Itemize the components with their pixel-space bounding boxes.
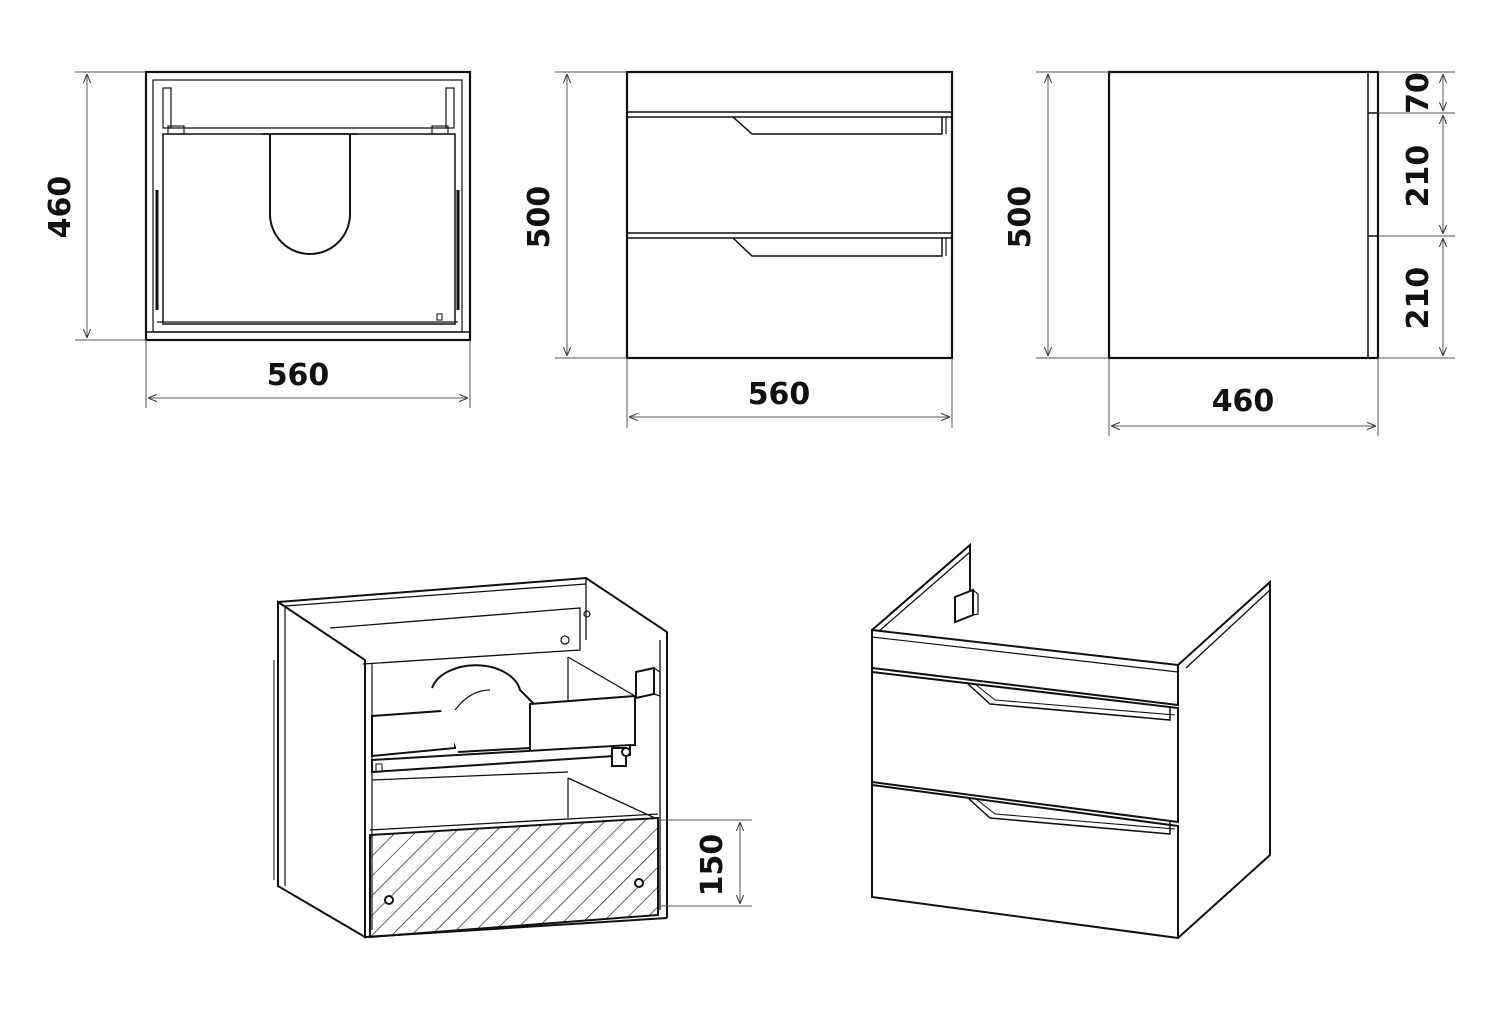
iso-open-view: 150 — [273, 576, 752, 939]
top-view-height-label: 460 — [43, 176, 78, 239]
iso-drawer-height-label: 150 — [695, 834, 730, 897]
front-view-height-label: 500 — [522, 186, 557, 249]
iso-closed-view — [871, 542, 1271, 940]
side-view: 500 460 70 210 210 — [1003, 70, 1455, 436]
side-view-seg-top-label: 70 — [1401, 72, 1436, 114]
side-view-seg-mid-label: 210 — [1401, 145, 1436, 208]
side-view-seg-bot-label: 210 — [1401, 267, 1436, 330]
side-view-depth-label: 460 — [1212, 384, 1275, 419]
top-view-width-label: 560 — [267, 358, 330, 393]
top-view: 460 560 — [43, 70, 472, 408]
side-view-height-label: 500 — [1003, 186, 1038, 249]
front-view-width-label: 560 — [748, 377, 811, 412]
front-view: 500 560 — [522, 70, 954, 428]
